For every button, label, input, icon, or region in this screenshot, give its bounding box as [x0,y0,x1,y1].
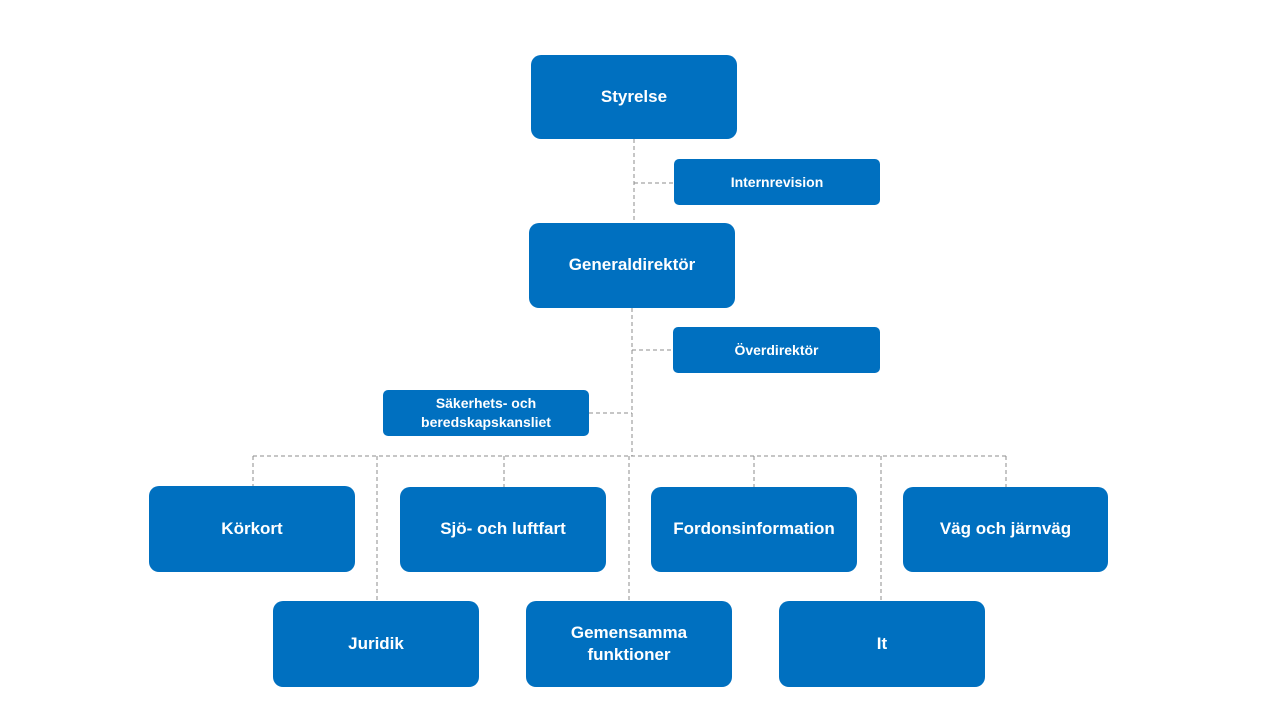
security-office-label: Säkerhets- och beredskapskansliet [421,395,551,430]
board-label: Styrelse [600,86,668,106]
security-office-box: Säkerhets- och beredskapskansliet [383,390,589,436]
department-box-korkort: Körkort [149,486,355,572]
board-box: Styrelse [531,55,737,139]
department-box-it: It [779,601,985,687]
department-box-gemensamma-funktioner: Gemensamma funktioner [526,601,732,687]
internal-audit-label: Internrevision [730,173,824,190]
department-label: Fordonsinformation [673,519,835,539]
department-label: Väg och järnväg [939,519,1072,539]
deputy-director-box: Överdirektör [673,327,880,373]
director-general-label: Generaldirektör [568,255,696,275]
department-label: Körkort [221,518,283,538]
department-label: Juridik [348,633,404,653]
director-general-box: Generaldirektör [529,223,735,308]
department-label: Sjö- och luftfart [440,519,566,539]
department-label: It [876,633,888,653]
deputy-director-label: Överdirektör [734,341,819,358]
department-box-juridik: Juridik [273,601,479,687]
department-box-sjo-luftfart: Sjö- och luftfart [400,487,606,572]
internal-audit-box: Internrevision [674,159,880,205]
department-box-vag-jarnvag: Väg och järnväg [903,487,1108,572]
department-label: Gemensamma funktioner [570,622,688,664]
department-box-fordonsinformation: Fordonsinformation [651,487,857,572]
